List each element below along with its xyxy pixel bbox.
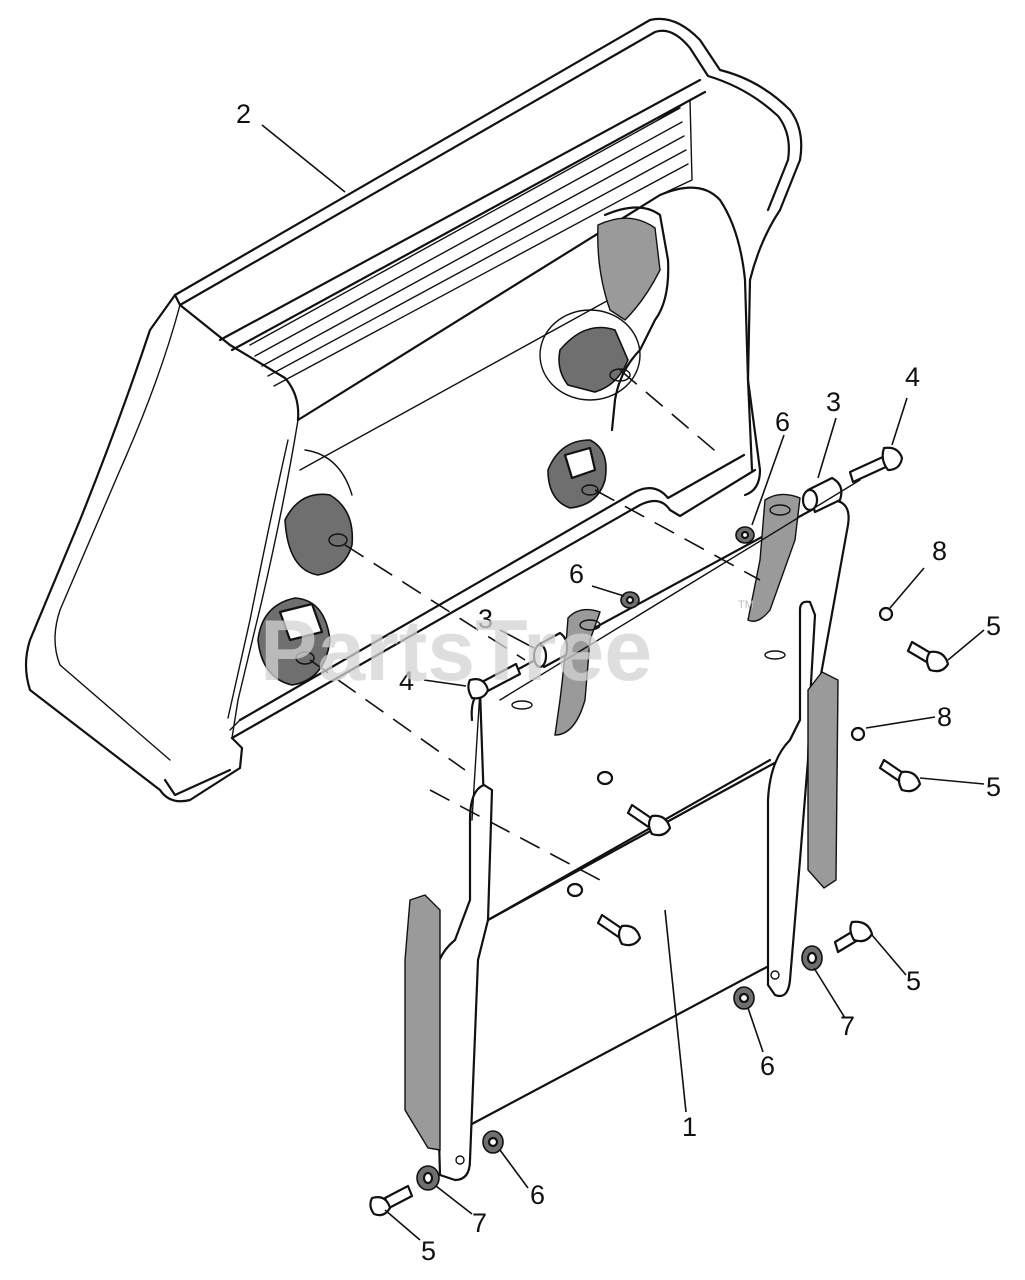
bolt-part-5-d — [369, 1184, 414, 1217]
callout-6-right: 6 — [760, 1051, 775, 1081]
callout-7-left: 7 — [472, 1208, 487, 1238]
callout-5-b: 5 — [986, 772, 1001, 802]
assembly-center-lines — [309, 369, 761, 881]
watermark-trademark: TM — [738, 599, 754, 611]
callout-3-left: 3 — [478, 604, 493, 634]
callout-leaders — [261, 124, 985, 1241]
callout-6-upper: 6 — [775, 407, 790, 437]
washer-part-8-lower — [850, 726, 866, 742]
callout-8-lower: 8 — [937, 702, 952, 732]
hood-shroud-part — [24, 17, 803, 803]
callout-5-d: 5 — [421, 1236, 436, 1266]
watermark-text: PartsTree — [260, 603, 652, 699]
callout-6-middle: 6 — [569, 559, 584, 589]
partstree-watermark: PartsTree TM — [260, 599, 754, 699]
callout-8-upper: 8 — [932, 536, 947, 566]
bolt-part-5-a — [906, 640, 950, 673]
callout-6-left: 6 — [530, 1180, 545, 1210]
callout-5-c: 5 — [906, 966, 921, 996]
callout-7-right: 7 — [840, 1011, 855, 1041]
hardware-fasteners — [369, 446, 950, 1217]
mounting-bracket-part — [404, 493, 850, 1182]
callout-3-upper: 3 — [826, 387, 841, 417]
callout-4-left: 4 — [399, 666, 414, 696]
washer-part-8-upper — [878, 606, 894, 622]
bolt-part-4-upper — [848, 446, 904, 484]
bolt-part-5-c — [833, 920, 874, 954]
callout-1: 1 — [682, 1112, 697, 1142]
bolt-part-4-left — [467, 662, 522, 700]
callout-2: 2 — [236, 99, 251, 129]
callout-4-upper: 4 — [905, 362, 920, 392]
bolt-part-5-b — [878, 758, 922, 793]
callout-labels: 2 3 4 6 6 3 4 8 5 8 5 5 7 6 1 6 7 5 — [236, 99, 1001, 1266]
spacer-part-3-upper — [801, 476, 843, 514]
spacer-part-3-left — [532, 631, 569, 669]
callout-5-a: 5 — [986, 611, 1001, 641]
